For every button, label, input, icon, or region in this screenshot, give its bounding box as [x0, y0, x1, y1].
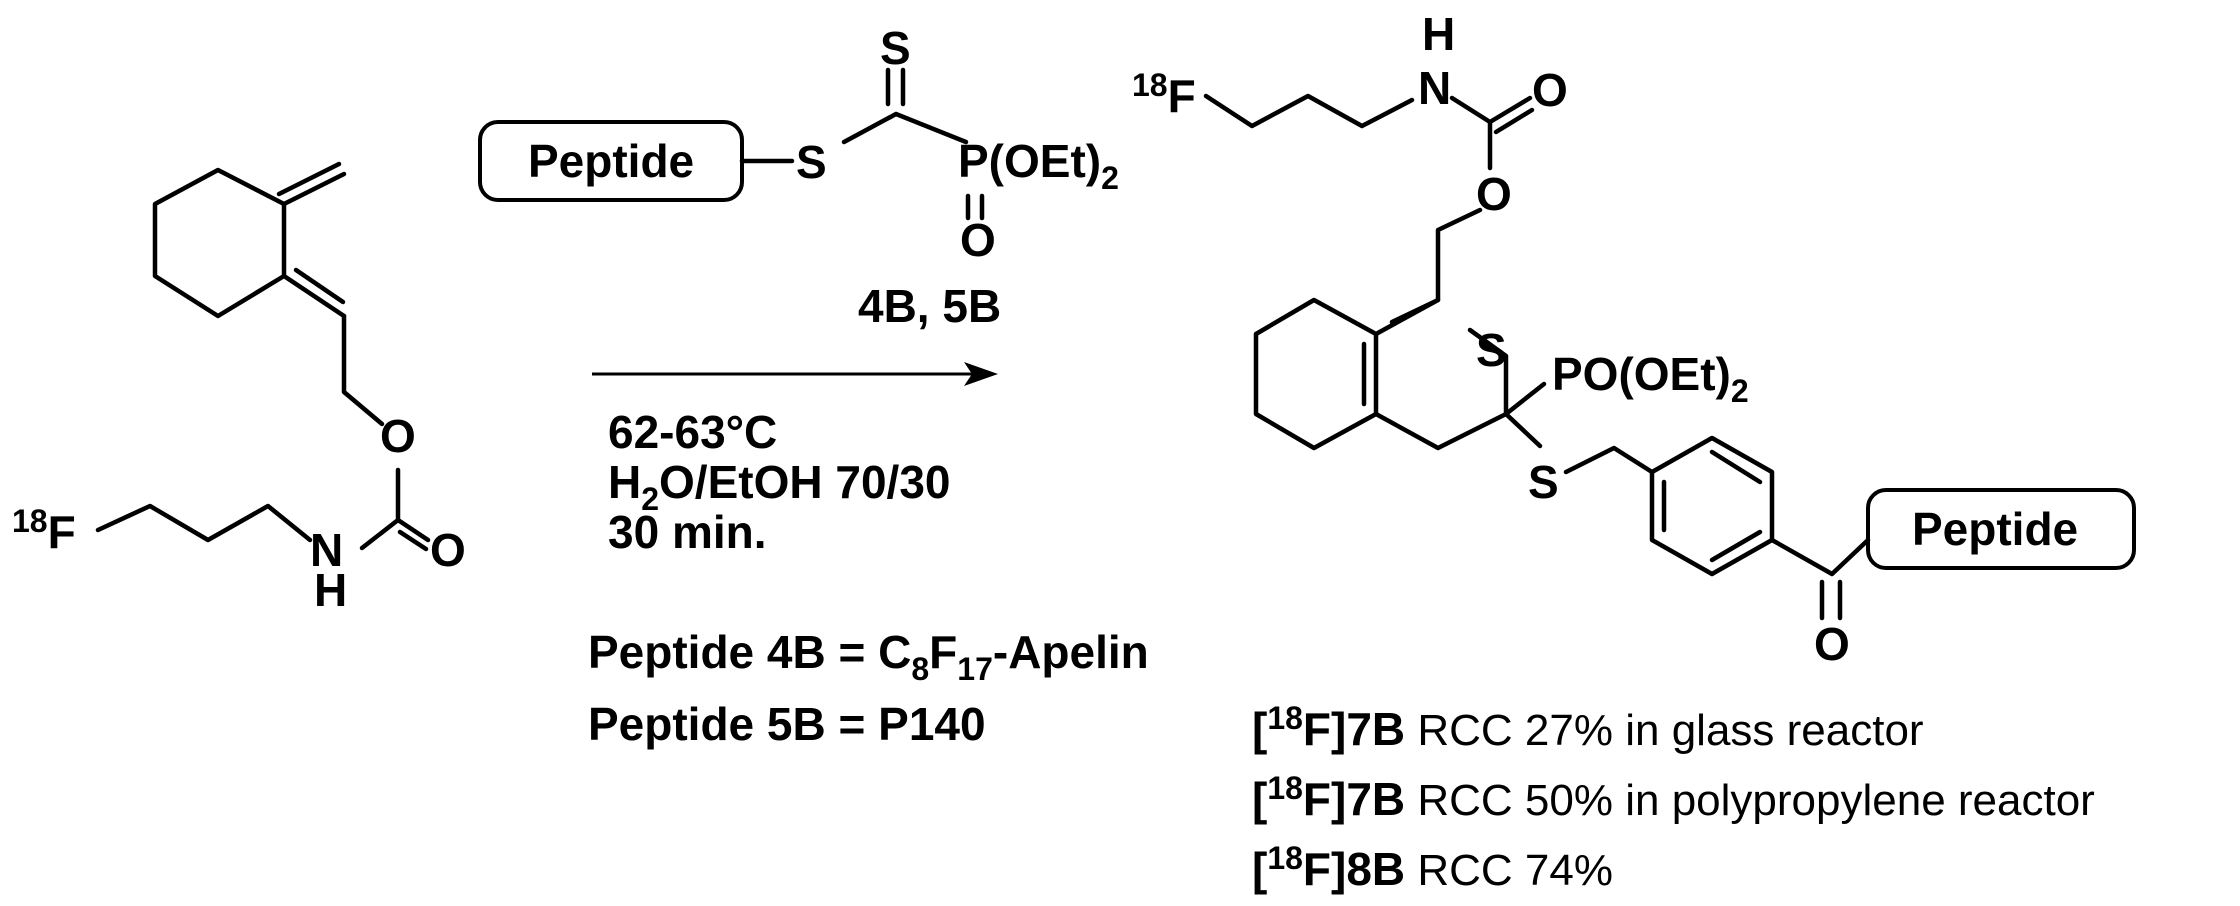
product-amine-n: N: [1418, 62, 1451, 114]
product-ester-o: O: [1476, 168, 1512, 220]
sm-propyl-chain: [95, 503, 313, 543]
reagent-phosphoryl-o: O: [960, 214, 996, 266]
definition-5b: Peptide 5B = P140: [588, 698, 986, 750]
sm-amine-n: N: [310, 524, 343, 576]
product-methylene-link: [1389, 207, 1483, 325]
sm-allyl-chain: [341, 313, 385, 427]
product-thioether-bond: [1503, 411, 1543, 449]
product-propyl-chain: [1203, 93, 1415, 129]
reagent-bonds: [739, 67, 985, 221]
product-linker-sulfur: S: [1528, 456, 1559, 508]
product-cyclohexene-ring: [1253, 297, 1379, 451]
reagent-thione-s: S: [880, 22, 911, 74]
product-amine-h: H: [1422, 8, 1455, 60]
result-row: [18F]7B RCC 27% in glass reactor: [1252, 700, 1924, 755]
product-ketone-bonds: [1769, 537, 1871, 621]
arrow-head: [964, 362, 998, 386]
reaction-arrow: [592, 362, 998, 386]
product-phosphonate: PO(OEt)2: [1552, 348, 1749, 409]
product-benzyl-bonds: [1563, 445, 1655, 475]
product-carbamate-bonds: [1449, 95, 1535, 171]
reagent-peptide-label: Peptide: [528, 135, 694, 187]
product-ring-sulfur: S: [1476, 324, 1507, 376]
product-carbonyl-o: O: [1532, 64, 1568, 116]
product-ketone-o: O: [1814, 618, 1850, 670]
product-thiopyran-ring: [1373, 297, 1509, 451]
condition-solvent: H2O/EtOH 70/30: [608, 456, 950, 517]
sm-vinyl-double-bond: [281, 267, 347, 319]
product-phosphonate-bond: [1503, 381, 1547, 417]
starting-material: O O N H 18F: [12, 161, 466, 616]
peptide-definitions: Peptide 4B = C8F17-Apelin Peptide 5B = P…: [588, 626, 1149, 750]
sm-cyclohexane-ring: [152, 167, 287, 319]
product-structure: 18F H N O O S PO(OEt)2 S O Peptide: [1132, 8, 2136, 670]
sm-carbamate-bonds: [359, 467, 431, 552]
condition-time: 30 min.: [608, 506, 767, 558]
dithioester-reagent: Peptide S S P(OEt)2 O 4B, 5B: [478, 22, 1119, 332]
definition-4b: Peptide 4B = C8F17-Apelin: [588, 626, 1149, 687]
sm-ester-oxygen: O: [380, 410, 416, 462]
results-list: [18F]7B RCC 27% in glass reactor [18F]7B…: [1252, 700, 2095, 895]
product-peptide-box: [1866, 488, 2136, 570]
sm-fluorine-label: 18F: [12, 503, 76, 558]
sm-carbonyl-oxygen: O: [430, 524, 466, 576]
condition-temperature: 62-63°C: [608, 406, 777, 458]
sm-methylene-bond: [276, 161, 347, 207]
product-fluorine-label: 18F: [1132, 67, 1196, 122]
product-benzene-ring: [1649, 435, 1775, 577]
reagent-thioether-s: S: [796, 136, 827, 188]
sm-amine-h: H: [314, 564, 347, 616]
product-peptide-label: Peptide: [1912, 503, 2078, 555]
result-row: [18F]7B RCC 50% in polypropylene reactor: [1252, 770, 2095, 825]
result-row: [18F]8B RCC 74%: [1252, 840, 1613, 895]
product-benzene-inner-bonds: [1661, 449, 1763, 563]
reagent-phosphonate: P(OEt)2: [958, 135, 1119, 196]
reagent-compound-ids: 4B, 5B: [858, 280, 1001, 332]
reaction-conditions: 62-63°C H2O/EtOH 70/30 30 min.: [608, 406, 950, 558]
